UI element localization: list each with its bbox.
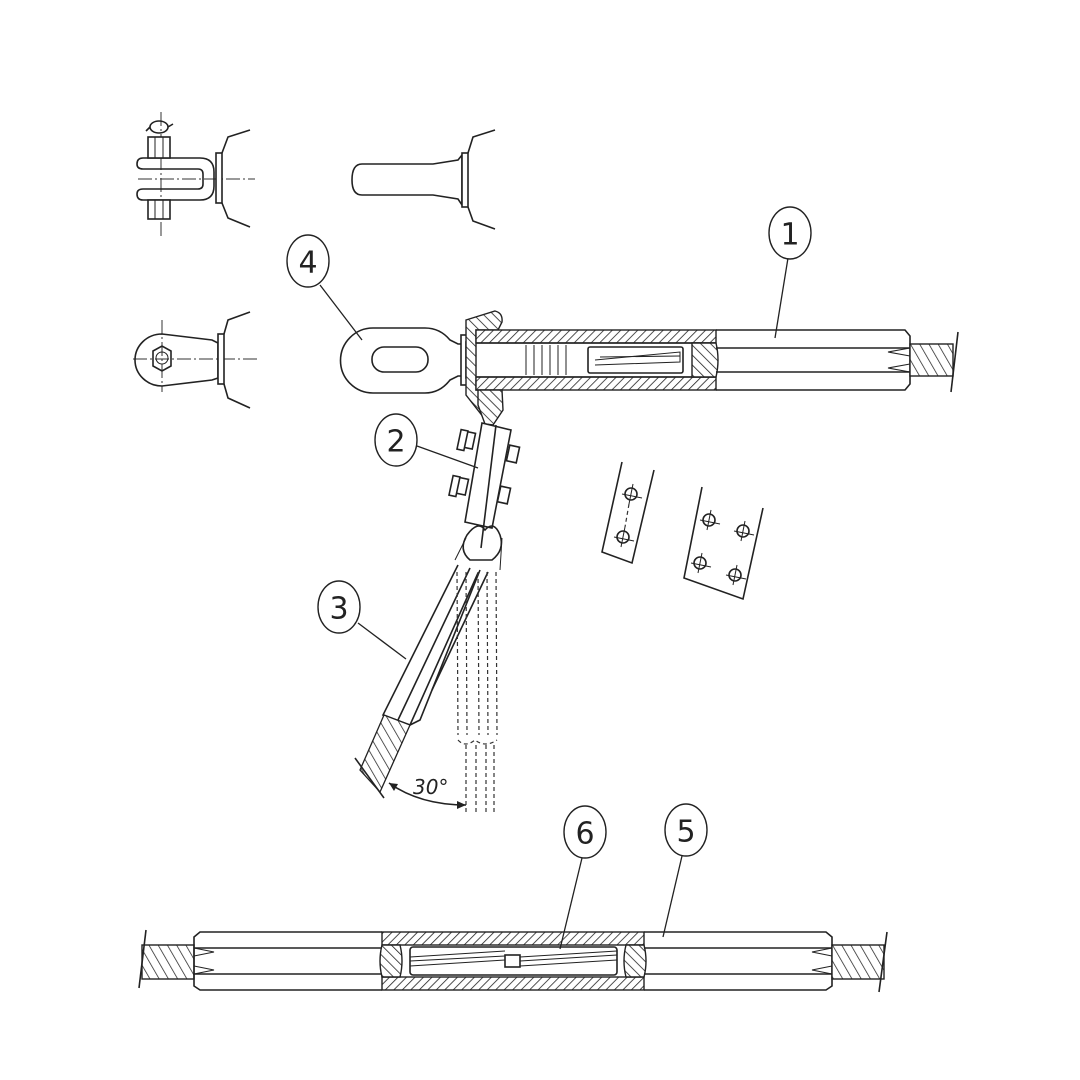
hole-mark xyxy=(613,526,635,548)
hole-mark xyxy=(621,483,643,505)
clevis-end-view xyxy=(136,112,255,236)
hole-mark xyxy=(699,509,721,531)
bolt xyxy=(496,485,512,505)
bolt xyxy=(456,428,477,452)
bolt xyxy=(505,444,521,464)
splice-joint-assembly xyxy=(138,929,888,993)
bolt xyxy=(448,474,470,498)
callout-4: 4 xyxy=(286,234,330,288)
eye-tension-clamp-assembly xyxy=(339,310,959,419)
callout-5-label: 5 xyxy=(676,815,695,850)
callout-2-label: 2 xyxy=(386,425,405,460)
thread-rings xyxy=(525,345,567,375)
leader-lines xyxy=(319,257,789,950)
connecting-plate-two-hole xyxy=(601,461,655,565)
hole-mark xyxy=(733,520,755,542)
callout-6: 6 xyxy=(563,805,607,859)
hole-mark xyxy=(690,552,712,574)
hole-mark xyxy=(725,564,747,586)
callout-5: 5 xyxy=(664,803,708,857)
angle-annotation: 30° xyxy=(413,775,448,799)
callout-1: 1 xyxy=(768,206,812,260)
callout-3: 3 xyxy=(317,580,361,634)
callout-3-label: 3 xyxy=(329,592,348,627)
callout-4-label: 4 xyxy=(298,246,317,281)
callout-2: 2 xyxy=(374,413,418,467)
callout-6-label: 6 xyxy=(575,817,594,852)
connecting-plate-four-hole xyxy=(683,486,764,601)
preformed-guy-grip: 30° xyxy=(354,525,503,815)
callout-1-label: 1 xyxy=(780,218,799,253)
pin-end-view xyxy=(351,129,496,230)
alt-position-dashed xyxy=(456,571,498,815)
eye-end-view xyxy=(133,311,258,409)
connecting-plate-assembly xyxy=(448,389,521,549)
